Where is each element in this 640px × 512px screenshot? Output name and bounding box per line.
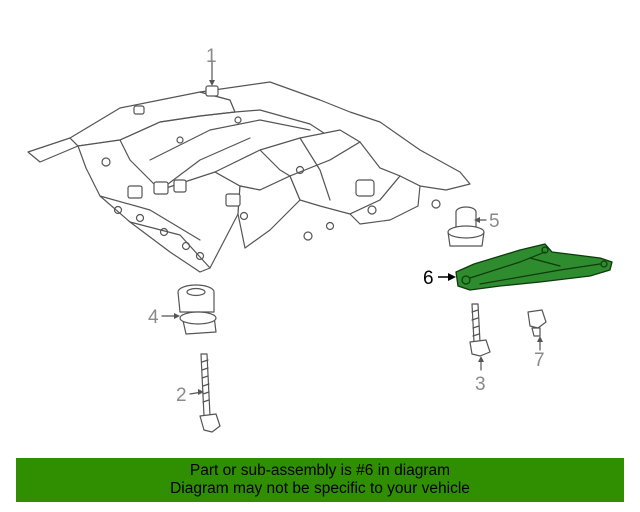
callout-5: 5 bbox=[489, 211, 500, 232]
bolt-part-3 bbox=[469, 303, 491, 357]
frame-crossmember bbox=[27, 81, 471, 273]
bushing-part-5 bbox=[447, 206, 485, 247]
callout-4: 4 bbox=[148, 307, 159, 328]
leader-lines bbox=[161, 59, 543, 395]
callout-7: 7 bbox=[534, 350, 545, 371]
banner-line-2: Diagram may not be specific to your vehi… bbox=[170, 480, 470, 497]
bolt-part-7 bbox=[527, 309, 547, 337]
bushing-part-4 bbox=[177, 284, 217, 335]
callout-2: 2 bbox=[176, 385, 187, 406]
banner-line-1: Part or sub-assembly is #6 in diagram bbox=[189, 462, 451, 479]
callout-6: 6 bbox=[423, 268, 434, 289]
brace-part-6 bbox=[455, 243, 613, 291]
callout-1: 1 bbox=[206, 46, 217, 67]
callout-3: 3 bbox=[475, 374, 486, 395]
notice-banner: Part or sub-assembly is #6 in diagram Di… bbox=[16, 458, 624, 502]
bolt-part-2 bbox=[199, 353, 221, 433]
